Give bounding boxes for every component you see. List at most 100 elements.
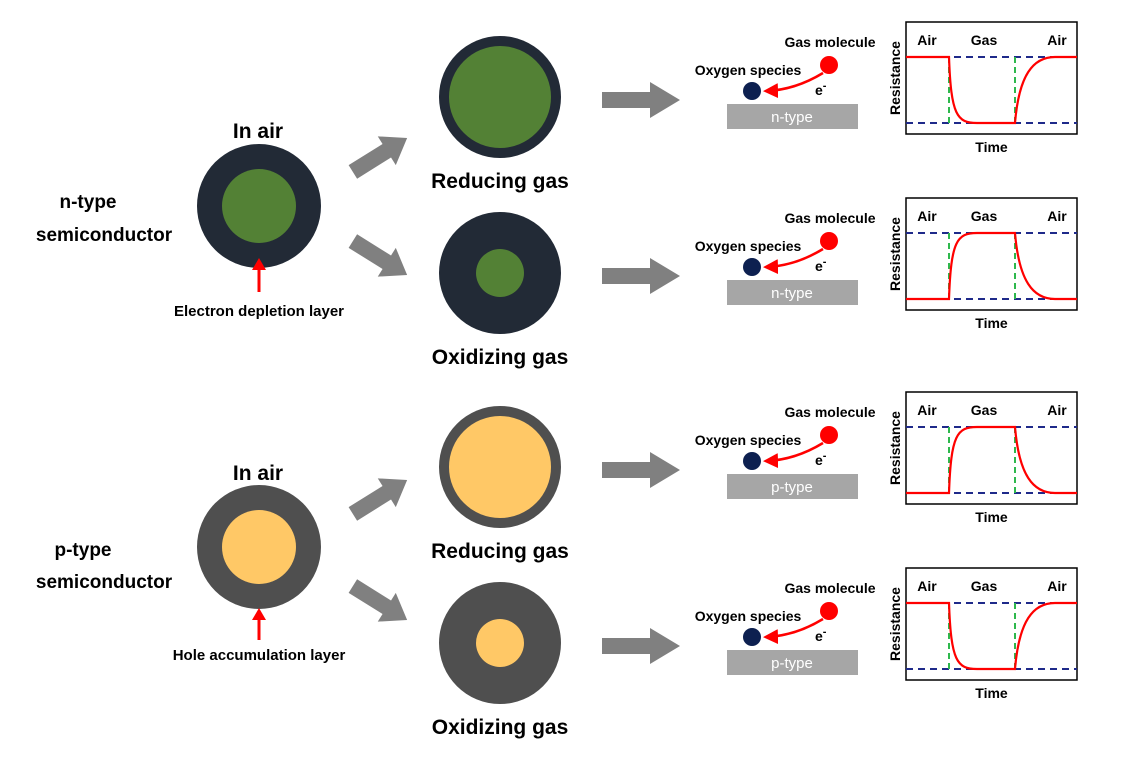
p-fork-arrow-up <box>348 478 408 521</box>
electron-transfer-arrow <box>763 247 824 275</box>
n-fork-arrow-down <box>348 234 408 277</box>
n-type-section: In air Electron depletion layer n-type s… <box>36 120 408 320</box>
chart-frame <box>905 197 1078 311</box>
phase-label-1: Air <box>917 402 937 418</box>
phase-label-3: Air <box>1047 32 1067 48</box>
gas-molecule-label: Gas molecule <box>784 210 875 226</box>
x-axis-label: Time <box>975 315 1008 331</box>
p-particle-in-air-core <box>222 510 296 584</box>
transition-arrow <box>602 452 680 488</box>
y-axis-label: Resistance <box>887 41 903 115</box>
p-type-title-line2: semiconductor <box>36 572 173 593</box>
phase-label-3: Air <box>1047 578 1067 594</box>
oxygen-species-label: Oxygen species <box>695 62 802 78</box>
x-axis-label: Time <box>975 509 1008 525</box>
chart-frame <box>905 391 1078 505</box>
gas-molecule-dot <box>820 56 838 74</box>
electron-label: e- <box>815 626 827 644</box>
gas-type-label: Oxidizing gas <box>432 716 569 739</box>
oxygen-species-label: Oxygen species <box>695 432 802 448</box>
substrate-bar <box>727 280 858 305</box>
x-axis-label: Time <box>975 685 1008 701</box>
gas-type-label: Oxidizing gas <box>432 346 569 369</box>
electron-transfer-arrow <box>763 71 824 99</box>
gas-particle-core <box>476 249 524 297</box>
phase-label-2: Gas <box>971 578 998 594</box>
resistance-curve <box>906 55 1077 125</box>
substrate-label: n-type <box>771 285 813 302</box>
substrate-bar <box>727 104 858 129</box>
gas-molecule-dot <box>820 602 838 620</box>
n-type-title-line2: semiconductor <box>36 225 173 246</box>
transition-arrow <box>602 258 680 294</box>
phase-label-1: Air <box>917 32 937 48</box>
gas-molecule-dot <box>820 426 838 444</box>
phase-label-1: Air <box>917 208 937 224</box>
p-type-section: In air Hole accumulation layer p-type se… <box>36 462 408 664</box>
electron-label: e- <box>815 256 827 274</box>
p-in-air-label: In air <box>233 462 283 485</box>
gas-type-label: Reducing gas <box>431 170 569 193</box>
n-type-title-line1: n-type <box>60 192 117 213</box>
substrate-label: n-type <box>771 109 813 126</box>
y-axis-label: Resistance <box>887 411 903 485</box>
n-particle-in-air-core <box>222 169 296 243</box>
hole-accumulation-layer-label: Hole accumulation layer <box>173 647 346 664</box>
resistance-curve <box>906 425 1077 495</box>
oxygen-species-dot <box>743 452 761 470</box>
electron-label: e- <box>815 80 827 98</box>
resistance-curve <box>906 601 1077 671</box>
substrate-bar <box>727 474 858 499</box>
phase-label-3: Air <box>1047 208 1067 224</box>
oxygen-species-label: Oxygen species <box>695 608 802 624</box>
transition-arrow <box>602 628 680 664</box>
phase-label-2: Gas <box>971 208 998 224</box>
n-fork-arrow-up <box>348 136 408 179</box>
n-in-air-label: In air <box>233 120 283 143</box>
gas-particle-core <box>476 619 524 667</box>
y-axis-label: Resistance <box>887 587 903 661</box>
substrate-bar <box>727 650 858 675</box>
phase-label-2: Gas <box>971 402 998 418</box>
electron-depletion-layer-label: Electron depletion layer <box>174 303 344 320</box>
gas-molecule-label: Gas molecule <box>784 580 875 596</box>
substrate-label: p-type <box>771 479 813 496</box>
gas-molecule-label: Gas molecule <box>784 404 875 420</box>
substrate-label: p-type <box>771 655 813 672</box>
gas-type-label: Reducing gas <box>431 540 569 563</box>
x-axis-label: Time <box>975 139 1008 155</box>
electron-transfer-arrow <box>763 441 824 469</box>
resistance-curve <box>906 231 1077 301</box>
oxygen-species-dot <box>743 258 761 276</box>
phase-label-2: Gas <box>971 32 998 48</box>
p-fork-arrow-down <box>348 579 408 622</box>
phase-label-3: Air <box>1047 402 1067 418</box>
gas-particle-core <box>449 46 551 148</box>
phase-label-1: Air <box>917 578 937 594</box>
oxygen-species-dot <box>743 82 761 100</box>
chart-frame <box>905 567 1078 681</box>
n-depletion-arrow <box>252 258 266 292</box>
oxygen-species-dot <box>743 628 761 646</box>
transition-arrow <box>602 82 680 118</box>
y-axis-label: Resistance <box>887 217 903 291</box>
electron-transfer-arrow <box>763 617 824 645</box>
chart-frame <box>905 21 1078 135</box>
gas-molecule-dot <box>820 232 838 250</box>
gas-particle-core <box>449 416 551 518</box>
oxygen-species-label: Oxygen species <box>695 238 802 254</box>
electron-label: e- <box>815 450 827 468</box>
p-type-title-line1: p-type <box>55 540 112 561</box>
gas-molecule-label: Gas molecule <box>784 34 875 50</box>
p-accumulation-arrow <box>252 608 266 640</box>
